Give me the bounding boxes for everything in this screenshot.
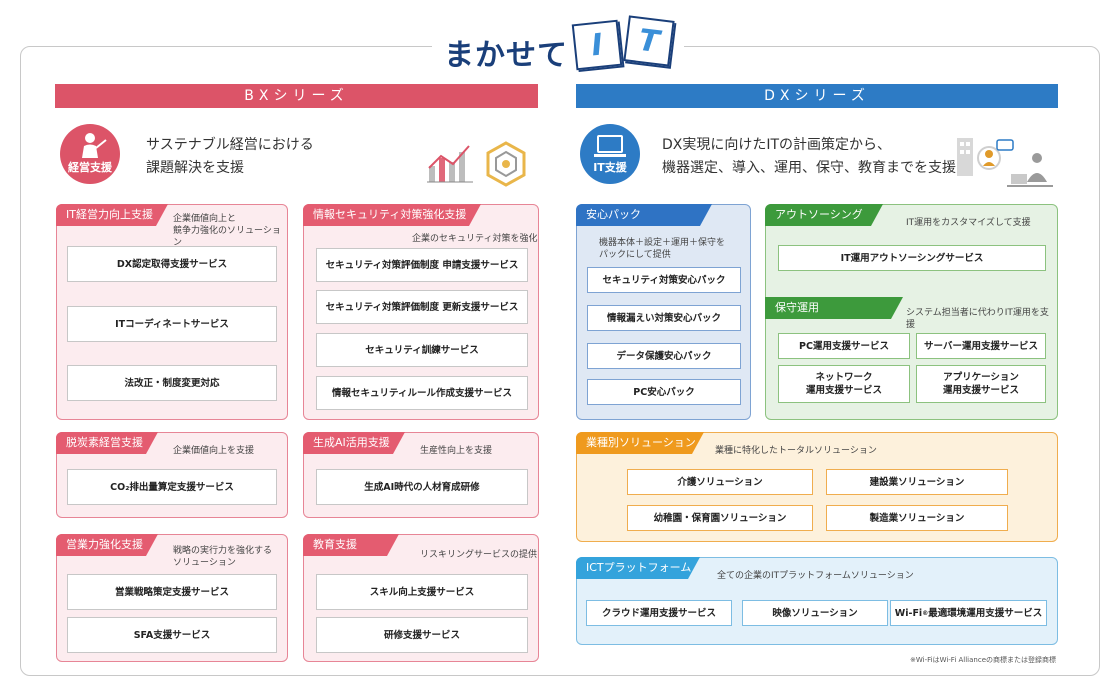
management-support-label: 経営支援 bbox=[68, 161, 112, 174]
service-nursing-care[interactable]: 介護ソリューション bbox=[627, 469, 813, 495]
service-construction[interactable]: 建設業ソリューション bbox=[826, 469, 1008, 495]
hoshu-title: 保守運用 bbox=[765, 297, 903, 319]
bx-headline: サステナブル経営における 課題解決を支援 bbox=[146, 134, 386, 180]
logo-text: まかせて bbox=[444, 38, 568, 73]
panel-decarbonization: 脱炭素経営支援 企業価値向上を支援 CO₂排出量算定支援サービス bbox=[56, 432, 288, 518]
service-sfa-support[interactable]: SFA支援サービス bbox=[67, 617, 277, 653]
service-pc-operation[interactable]: PC運用支援サービス bbox=[778, 333, 910, 359]
service-manufacturing[interactable]: 製造業ソリューション bbox=[826, 505, 1008, 531]
panel-title: 生成AI活用支援 bbox=[303, 432, 405, 454]
panel-desc: リスキリングサービスの提供 bbox=[420, 550, 538, 560]
panel-desc-line-1: 戦略の実行力を強化する bbox=[173, 546, 273, 556]
service-security-rules[interactable]: 情報セキュリティルール作成支援サービス bbox=[316, 376, 528, 410]
bx-headline-line-2: 課題解決を支援 bbox=[146, 160, 244, 176]
network-line-2: 運用支援サービス bbox=[805, 385, 882, 396]
wifi-service-text: 最適環境運用支援サービス bbox=[928, 607, 1043, 619]
panel-desc: 全ての企業のITプラットフォームソリューション bbox=[717, 571, 914, 581]
management-support-badge: 経営支援 bbox=[60, 124, 120, 184]
panel-ict-platform: ICTプラットフォーム 全ての企業のITプラットフォームソリューション クラウド… bbox=[576, 557, 1058, 645]
service-law-revision[interactable]: 法改正・制度変更対応 bbox=[67, 365, 277, 401]
panel-title: 教育支援 bbox=[303, 534, 399, 556]
service-sales-strategy[interactable]: 営業戦略策定支援サービス bbox=[67, 574, 277, 610]
panel-title: 営業力強化支援 bbox=[56, 534, 158, 556]
service-pc-pack[interactable]: PC安心パック bbox=[587, 379, 741, 405]
bx-headline-line-1: サステナブル経営における bbox=[146, 137, 314, 153]
service-leak-pack[interactable]: 情報漏えい対策安心パック bbox=[587, 305, 741, 331]
wifi-text: Wi-Fi bbox=[894, 607, 923, 619]
service-app-operation[interactable]: アプリケーション 運用支援サービス bbox=[916, 365, 1046, 403]
makasete-it-logo: まかせて I T bbox=[432, 14, 684, 74]
panel-desc: 機器本体＋設定＋運用＋保守を パックにして提供 bbox=[599, 237, 725, 261]
service-security-eval-renew[interactable]: セキュリティ対策評価制度 更新支援サービス bbox=[316, 290, 528, 324]
panel-education: 教育支援 リスキリングサービスの提供 スキル向上支援サービス 研修支援サービス bbox=[303, 534, 539, 662]
service-data-protect-pack[interactable]: データ保護安心パック bbox=[587, 343, 741, 369]
trademark-footnote: ※Wi-FiはWi-Fi Allianceの商標または登録商標 bbox=[910, 656, 1056, 664]
panel-title: 脱炭素経営支援 bbox=[56, 432, 158, 454]
app-line-2: 運用支援サービス bbox=[942, 385, 1019, 396]
panel-sales: 営業力強化支援 戦略の実行力を強化する ソリューション 営業戦略策定支援サービス… bbox=[56, 534, 288, 662]
support-staff-illustration-icon bbox=[957, 138, 1053, 187]
panel-desc: 企業価値向上を支援 bbox=[173, 446, 255, 456]
presenter-icon bbox=[82, 133, 107, 158]
panel-title: 安心パック bbox=[576, 204, 712, 226]
service-skill-up[interactable]: スキル向上支援サービス bbox=[316, 574, 528, 610]
panel-desc: 業種に特化したトータルソリューション bbox=[715, 446, 877, 456]
panel-desc-line-1: 機器本体＋設定＋運用＋保守を bbox=[599, 238, 726, 248]
service-dx-certification[interactable]: DX認定取得支援サービス bbox=[67, 246, 277, 282]
bx-series-bar: BXシリーズ bbox=[55, 84, 538, 108]
network-line-1: ネットワーク bbox=[815, 372, 873, 383]
service-network-operation[interactable]: ネットワーク 運用支援サービス bbox=[778, 365, 910, 403]
laptop-icon bbox=[594, 135, 626, 157]
panel-title: IT経営力向上支援 bbox=[56, 204, 168, 226]
it-support-badge: IT支援 bbox=[580, 124, 640, 184]
logo-card-t: T bbox=[623, 15, 675, 67]
panel-title: 業種別ソリューション bbox=[576, 432, 704, 454]
panel-desc: 生産性向上を支援 bbox=[420, 446, 493, 456]
panel-desc: 戦略の実行力を強化する ソリューション bbox=[173, 545, 272, 569]
panel-desc: 企業のセキュリティ対策を強化 bbox=[412, 234, 538, 244]
dx-headline-line-1: DX実現に向けたITの計画策定から、 bbox=[662, 137, 892, 153]
dx-series-bar: DXシリーズ bbox=[576, 84, 1058, 108]
service-it-outsourcing[interactable]: IT運用アウトソーシングサービス bbox=[778, 245, 1046, 271]
panel-anshin-pack: 安心パック 機器本体＋設定＋運用＋保守を パックにして提供 セキュリティ対策安心… bbox=[576, 204, 751, 420]
service-server-operation[interactable]: サーバー運用支援サービス bbox=[916, 333, 1046, 359]
panel-outsourcing: アウトソーシング IT運用をカスタマイズして支援 IT運用アウトソーシングサービ… bbox=[765, 204, 1058, 420]
panel-desc: 企業価値向上と 競争力強化のソリューション bbox=[173, 213, 287, 249]
security-hexagon-icon bbox=[486, 141, 526, 187]
panel-desc-line-2: 競争力強化のソリューション bbox=[173, 226, 281, 248]
service-training-support[interactable]: 研修支援サービス bbox=[316, 617, 528, 653]
panel-it-management: IT経営力向上支援 企業価値向上と 競争力強化のソリューション DX認定取得支援… bbox=[56, 204, 288, 420]
service-kindergarten[interactable]: 幼稚園・保育園ソリューション bbox=[627, 505, 813, 531]
panel-desc-line-2: ソリューション bbox=[173, 558, 236, 568]
service-security-pack[interactable]: セキュリティ対策安心パック bbox=[587, 267, 741, 293]
registered-mark: ® bbox=[922, 609, 929, 617]
panel-title: ICTプラットフォーム bbox=[576, 557, 700, 579]
panel-industry-solutions: 業種別ソリューション 業種に特化したトータルソリューション 介護ソリューション … bbox=[576, 432, 1058, 542]
panel-desc-line-2: パックにして提供 bbox=[599, 250, 671, 260]
it-support-label: IT支援 bbox=[593, 161, 627, 174]
dx-headline: DX実現に向けたITの計画策定から、 機器選定、導入、運用、保守、教育までを支援 bbox=[662, 134, 962, 180]
panel-title: 情報セキュリティ対策強化支援 bbox=[303, 204, 481, 226]
logo-card-i: I bbox=[571, 19, 623, 71]
dx-headline-line-2: 機器選定、導入、運用、保守、教育までを支援 bbox=[662, 160, 956, 176]
app-line-1: アプリケーション bbox=[943, 372, 1019, 383]
panel-title: アウトソーシング bbox=[765, 204, 883, 226]
service-genai-training[interactable]: 生成AI時代の人材育成研修 bbox=[316, 469, 528, 505]
service-wifi-environment[interactable]: Wi-Fi®最適環境運用支援サービス bbox=[890, 600, 1047, 626]
service-co2-calculation[interactable]: CO₂排出量算定支援サービス bbox=[67, 469, 277, 505]
service-security-eval-apply[interactable]: セキュリティ対策評価制度 申請支援サービス bbox=[316, 248, 528, 282]
panel-desc-line-1: 企業価値向上と bbox=[173, 214, 237, 224]
service-cloud-operation[interactable]: クラウド運用支援サービス bbox=[586, 600, 732, 626]
service-video-solution[interactable]: 映像ソリューション bbox=[742, 600, 888, 626]
service-security-training[interactable]: セキュリティ訓練サービス bbox=[316, 333, 528, 367]
hoshu-desc: システム担当者に代わりIT運用を支援 bbox=[906, 308, 1049, 330]
panel-desc: IT運用をカスタマイズして支援 bbox=[906, 218, 1031, 228]
service-it-coordinate[interactable]: ITコーディネートサービス bbox=[67, 306, 277, 342]
panel-genai: 生成AI活用支援 生産性向上を支援 生成AI時代の人材育成研修 bbox=[303, 432, 539, 518]
chart-illustration-icon bbox=[427, 145, 473, 183]
panel-info-security: 情報セキュリティ対策強化支援 企業のセキュリティ対策を強化 セキュリティ対策評価… bbox=[303, 204, 539, 420]
